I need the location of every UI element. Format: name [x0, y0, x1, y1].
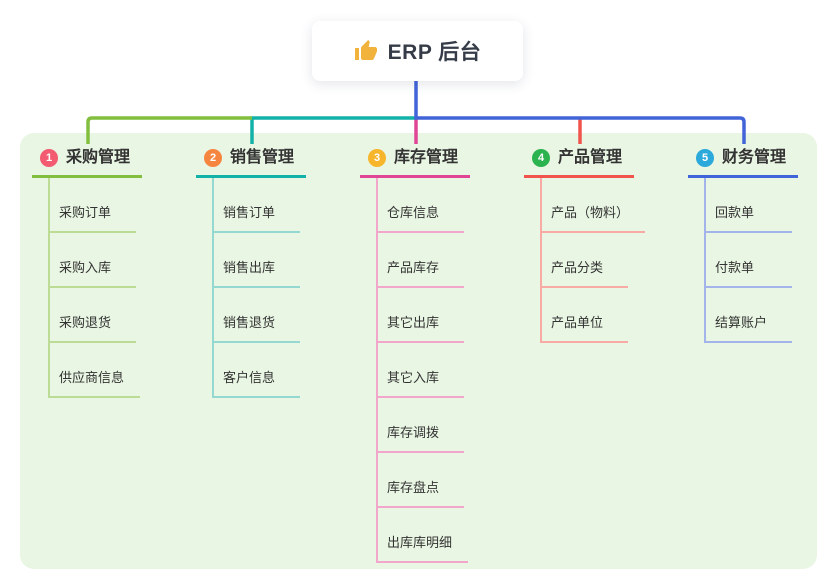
branch-title[interactable]: 1 采购管理 [32, 143, 143, 178]
branch-number-badge: 5 [696, 149, 714, 167]
child-item[interactable]: 产品（物料） [542, 178, 646, 233]
child-item[interactable]: 采购入库 [50, 233, 136, 288]
root-node[interactable]: ERP 后台 [312, 21, 523, 81]
branch-1: 1 采购管理采购订单采购入库采购退货供应商信息 [32, 143, 196, 398]
branch-children: 采购订单采购入库采购退货供应商信息 [48, 178, 141, 398]
branch-title-label: 销售管理 [230, 149, 295, 166]
thumbs-up-path [354, 40, 377, 60]
branch-title[interactable]: 4 产品管理 [524, 143, 635, 178]
branch-number-badge: 3 [368, 149, 386, 167]
child-item[interactable]: 回款单 [706, 178, 792, 233]
child-item[interactable]: 产品分类 [542, 233, 628, 288]
branch-5: 5 财务管理回款单付款单结算账户 [688, 143, 839, 343]
child-item[interactable]: 客户信息 [214, 343, 300, 398]
child-item[interactable]: 库存盘点 [378, 453, 464, 508]
child-item[interactable]: 销售出库 [214, 233, 300, 288]
child-item[interactable]: 产品单位 [542, 288, 628, 343]
branch-title-label: 库存管理 [394, 149, 459, 166]
branch-title-label: 采购管理 [66, 149, 131, 166]
branch-title-label: 产品管理 [558, 149, 623, 166]
child-item[interactable]: 仓库信息 [378, 178, 464, 233]
child-item[interactable]: 销售订单 [214, 178, 300, 233]
child-item[interactable]: 采购订单 [50, 178, 136, 233]
child-item[interactable]: 结算账户 [706, 288, 792, 343]
thumbs-up-icon [354, 40, 377, 60]
mindmap-panel [20, 133, 817, 569]
child-item[interactable]: 出库库明细 [378, 508, 469, 563]
branch-2: 2 销售管理销售订单销售出库销售退货客户信息 [196, 143, 360, 398]
child-item[interactable]: 其它出库 [378, 288, 464, 343]
branch-children: 销售订单销售出库销售退货客户信息 [212, 178, 300, 398]
child-item[interactable]: 供应商信息 [50, 343, 141, 398]
branch-title-label: 财务管理 [722, 149, 787, 166]
child-item[interactable]: 付款单 [706, 233, 792, 288]
branch-3: 3 库存管理仓库信息产品库存其它出库其它入库库存调拨库存盘点出库库明细 [360, 143, 524, 563]
child-item[interactable]: 其它入库 [378, 343, 464, 398]
branch-4: 4 产品管理产品（物料）产品分类产品单位 [524, 143, 688, 343]
branch-number-badge: 2 [204, 149, 222, 167]
branch-title[interactable]: 5 财务管理 [688, 143, 799, 178]
branch-children: 仓库信息产品库存其它出库其它入库库存调拨库存盘点出库库明细 [376, 178, 469, 563]
child-item[interactable]: 产品库存 [378, 233, 464, 288]
branch-children: 产品（物料）产品分类产品单位 [540, 178, 646, 343]
branch-title[interactable]: 2 销售管理 [196, 143, 307, 178]
child-item[interactable]: 库存调拨 [378, 398, 464, 453]
branch-number-badge: 4 [532, 149, 550, 167]
branch-title[interactable]: 3 库存管理 [360, 143, 471, 178]
branch-number-badge: 1 [40, 149, 58, 167]
branch-children: 回款单付款单结算账户 [704, 178, 792, 343]
child-item[interactable]: 销售退货 [214, 288, 300, 343]
child-item[interactable]: 采购退货 [50, 288, 136, 343]
root-node-label: ERP 后台 [387, 41, 482, 64]
